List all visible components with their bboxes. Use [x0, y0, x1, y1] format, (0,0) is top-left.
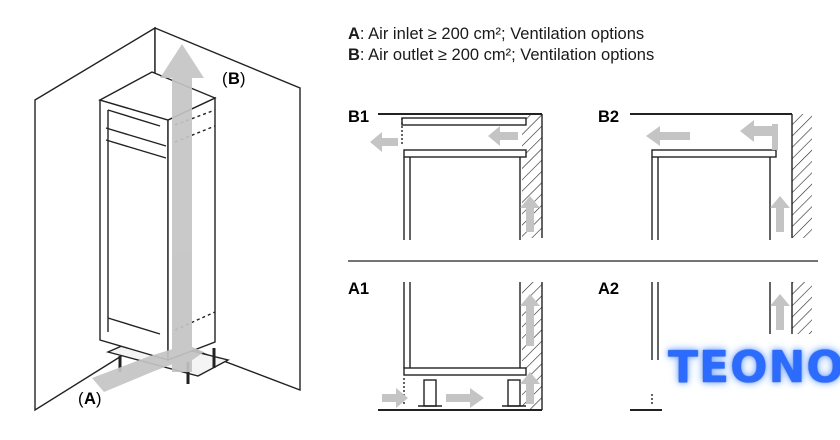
panel-b1-arrows: [370, 126, 540, 232]
label-a-paren-close: ): [96, 390, 102, 408]
cabinet-airflow-arrows: [92, 44, 204, 392]
panel-label-b1: B1: [348, 108, 369, 126]
panel-b2-arrows: [646, 120, 790, 232]
label-b-paren-close: ): [240, 70, 246, 88]
panel-label-a1: A1: [348, 280, 369, 298]
label-a-key: A: [84, 390, 96, 408]
legend-a-text: : Air inlet ≥ 200 cm²; Ventilation optio…: [359, 25, 645, 43]
panel-label-b2: B2: [598, 108, 619, 126]
panel-a1: [378, 282, 543, 411]
legend: A: Air inlet ≥ 200 cm²; Ventilation opti…: [348, 24, 654, 66]
legend-a-key: A: [348, 25, 360, 43]
panel-label-a2: A2: [598, 280, 619, 298]
legend-line-b: B: Air outlet ≥ 200 cm²; Ventilation opt…: [348, 45, 654, 66]
panel-a2: [630, 282, 812, 411]
label-b-key: B: [228, 70, 240, 88]
panel-a1-arrows: [382, 294, 540, 408]
label-b-paren-open: (: [222, 70, 228, 88]
legend-b-text: : Air outlet ≥ 200 cm²; Ventilation opti…: [359, 46, 655, 64]
legend-b-key: B: [348, 46, 360, 64]
inlet-arrow: [92, 340, 204, 392]
panel-a2-arrows: [770, 294, 790, 330]
watermark-text: TEONO: [668, 342, 840, 393]
watermark-logo: TEONO: [662, 334, 840, 410]
legend-line-a: A: Air inlet ≥ 200 cm²; Ventilation opti…: [348, 24, 654, 45]
cabinet-front: [99, 99, 169, 361]
panel-b2: [630, 113, 812, 240]
outlet-arrow-up: [160, 44, 204, 372]
label-a-paren-open: (: [78, 390, 84, 408]
